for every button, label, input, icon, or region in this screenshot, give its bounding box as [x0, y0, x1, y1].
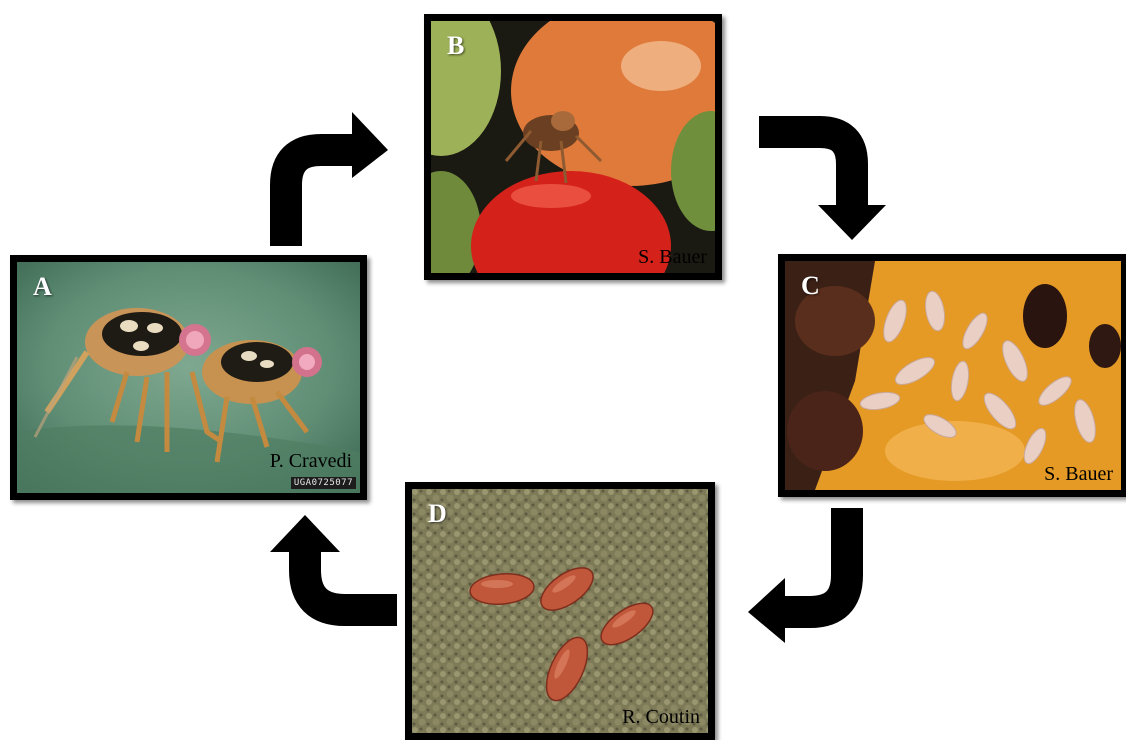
panel-c-letter: C [801, 273, 820, 299]
image-id-tag: UGA0725077 [291, 477, 356, 489]
fly-on-olive-photo [431, 21, 715, 273]
pupae-photo [412, 489, 708, 733]
cycle-arrow-icon [759, 132, 886, 240]
panel-c-credit: S. Bauer [1044, 464, 1113, 484]
photo-panel-c: C S. Bauer [778, 254, 1126, 497]
cycle-arrow-icon [748, 508, 847, 643]
panel-a-letter: A [33, 274, 52, 300]
panel-d-credit: R. Coutin [622, 707, 700, 727]
panel-b-credit: S. Bauer [638, 247, 707, 267]
photo-panel-d: D R. Coutin [405, 482, 715, 740]
panel-d-letter: D [428, 501, 447, 527]
panel-a-credit: P. Cravedi [270, 451, 352, 471]
cycle-arrow-icon [270, 515, 397, 610]
cycle-arrow-icon [286, 112, 388, 246]
larvae-photo [785, 261, 1121, 490]
photo-panel-a: A P. Cravedi UGA0725077 [10, 255, 367, 500]
photo-panel-b: B S. Bauer [424, 14, 722, 280]
panel-b-letter: B [447, 33, 464, 59]
